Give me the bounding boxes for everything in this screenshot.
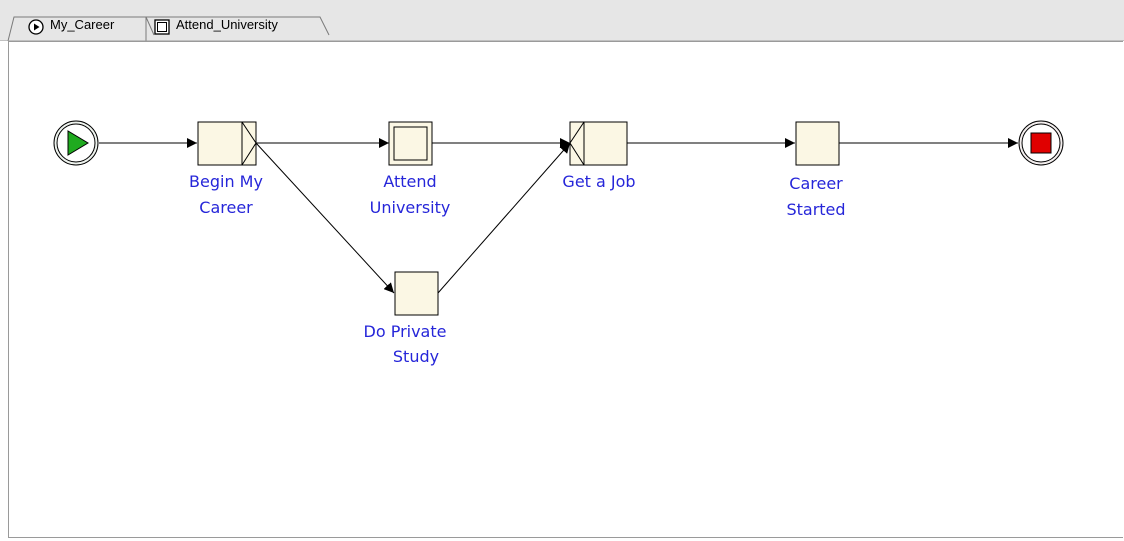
task-career-started[interactable] xyxy=(795,121,840,166)
task-get-a-job[interactable] xyxy=(569,121,628,166)
label-begin-line2: Career xyxy=(199,198,253,217)
label-private-line2: Study xyxy=(393,347,439,366)
play-icon xyxy=(67,130,89,156)
join-decorator-icon xyxy=(569,121,585,166)
task-do-private-study[interactable] xyxy=(394,271,439,316)
label-begin-line1: Begin My xyxy=(189,172,263,191)
label-started-line1: Career xyxy=(789,174,843,193)
label-attend-line2: University xyxy=(370,198,451,217)
label-job-line1: Get a Job xyxy=(562,172,635,191)
split-decorator-icon xyxy=(241,121,257,166)
tab-bar: My_Career Attend_University xyxy=(0,0,1124,41)
label-private-line1: Do Private xyxy=(364,322,447,341)
edges xyxy=(99,138,1018,294)
edge-private-job[interactable] xyxy=(437,142,571,294)
diagram-canvas[interactable] xyxy=(8,41,1123,538)
label-started-line2: Started xyxy=(786,200,845,219)
edge-begin-private[interactable] xyxy=(255,142,395,294)
stop-icon xyxy=(1030,132,1052,154)
end-condition[interactable] xyxy=(1018,120,1064,166)
label-attend-line1: Attend xyxy=(383,172,436,191)
start-condition[interactable] xyxy=(53,120,99,166)
task-begin-my-career[interactable] xyxy=(197,121,257,166)
task-attend-university[interactable] xyxy=(388,121,433,166)
